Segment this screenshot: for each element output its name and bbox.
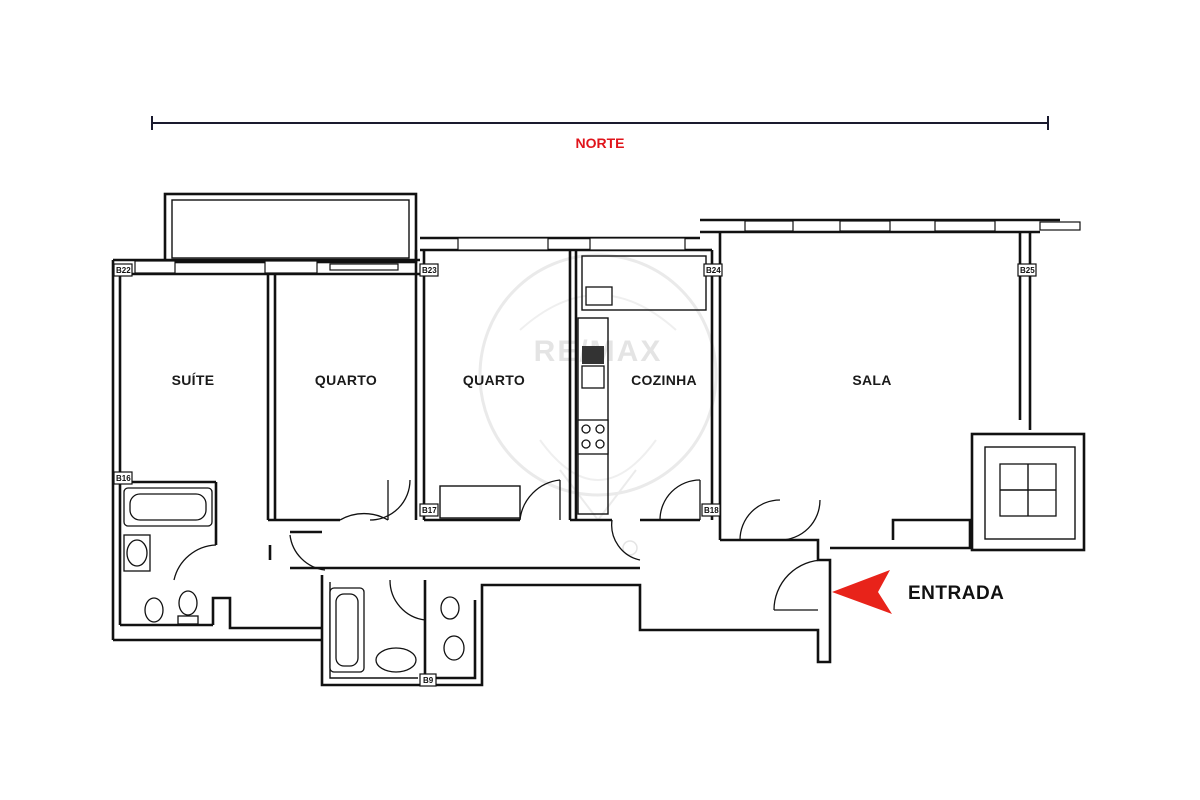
- interior-walls: [120, 248, 714, 570]
- room-label-living-room: SALA: [852, 372, 891, 388]
- exterior-walls: [111, 218, 1081, 687]
- tag-b22: B22: [116, 266, 131, 275]
- room-label-suite: SUÍTE: [172, 372, 215, 388]
- tag-b16: B16: [116, 474, 131, 483]
- fixtures: [123, 286, 1086, 673]
- watermark-logo: RE/MAX: [478, 253, 718, 556]
- room-label-bedroom-2: QUARTO: [463, 372, 525, 388]
- tag-b17: B17: [422, 506, 437, 515]
- structural-tags: B22 B23 B24 B25 B16 B17 B18 B9: [113, 263, 1037, 687]
- room-label-bedroom-1: QUARTO: [315, 372, 377, 388]
- tag-b24: B24: [706, 266, 721, 275]
- room-labels: SUÍTE QUARTO QUARTO COZINHA SALA: [172, 372, 892, 388]
- tag-b18: B18: [704, 506, 719, 515]
- balcony: [163, 192, 418, 264]
- north-indicator: NORTE: [151, 116, 1049, 151]
- north-label: NORTE: [576, 135, 625, 151]
- entrance-indicator: ENTRADA: [832, 570, 1004, 614]
- tag-b9: B9: [423, 676, 434, 685]
- doors: [173, 479, 825, 621]
- entrance-label: ENTRADA: [908, 583, 1004, 604]
- tag-b25: B25: [1020, 266, 1035, 275]
- room-label-kitchen: COZINHA: [631, 372, 697, 388]
- entrance-arrow-icon: [832, 570, 892, 614]
- tag-b23: B23: [422, 266, 437, 275]
